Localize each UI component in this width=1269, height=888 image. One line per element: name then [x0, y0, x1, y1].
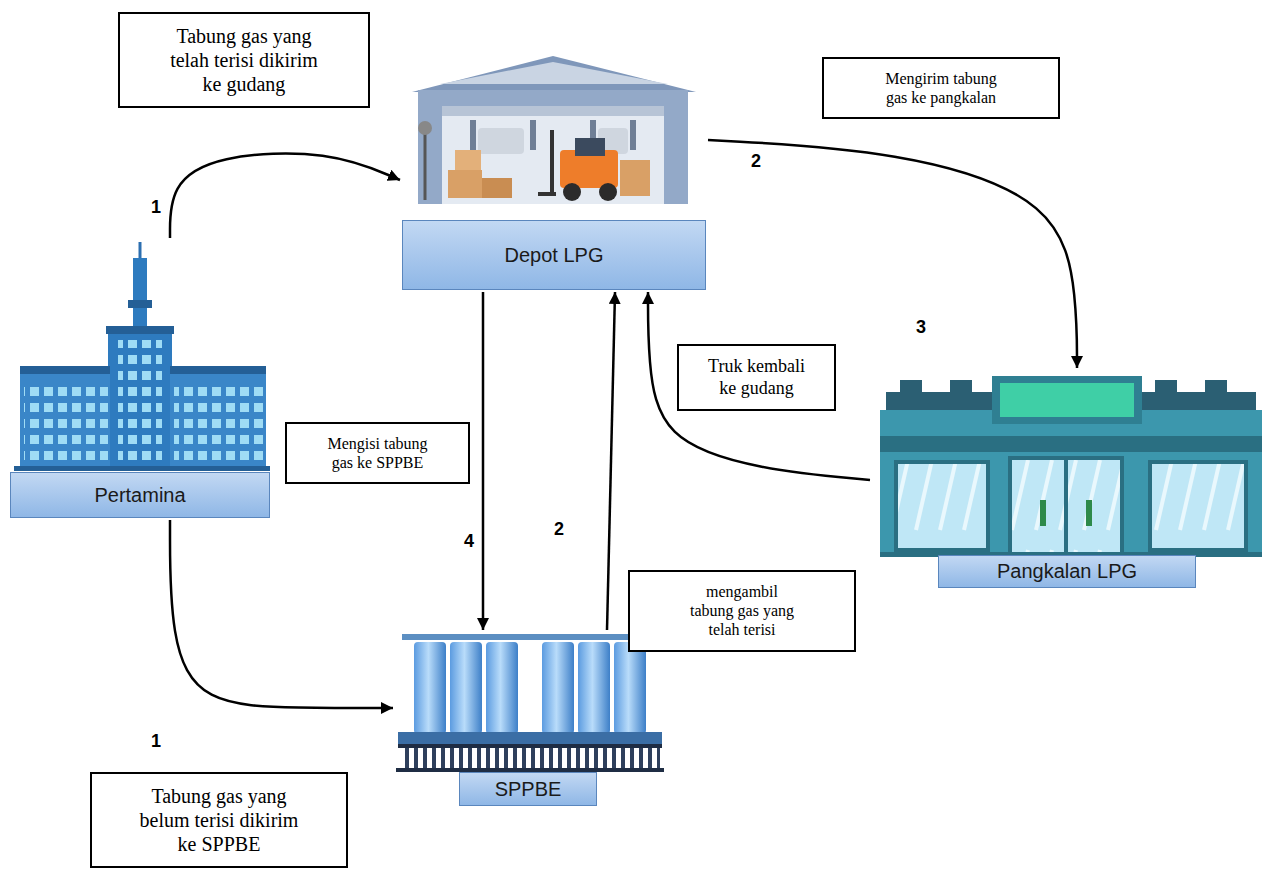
edge-label: Tabung gas yang telah terisi dikirim ke …: [165, 24, 323, 96]
shop-icon-part: [896, 462, 988, 550]
warehouse-icon-part: [448, 170, 482, 198]
pertamina-building-icon-part: [14, 466, 270, 471]
warehouse-icon-part: [575, 138, 605, 156]
warehouse-icon-part: [412, 56, 696, 92]
warehouse-icon-part: [599, 183, 617, 201]
warehouse-icon-part: [418, 121, 432, 135]
shop-icon-part: [900, 380, 922, 394]
warehouse-icon-part: [455, 150, 481, 170]
step-callout: Mengisi tabung gas ke SPPBE: [285, 422, 470, 484]
flow-arrow: [170, 520, 393, 708]
step-callout: Tabung gas yang telah terisi dikirim ke …: [118, 12, 370, 108]
flow-arrow: [708, 140, 1077, 368]
shop-icon-part: [950, 380, 972, 394]
pertamina-building-icon: [14, 242, 270, 471]
flow-arrow: [648, 292, 870, 480]
plant-icon-part: [398, 732, 662, 744]
callout-number: 2: [553, 520, 565, 538]
pertamina-building-icon-part: [133, 258, 147, 334]
step-callout: mengambil tabung gas yang telah terisi: [628, 570, 856, 652]
step-callout: Truk kembali ke gudang: [677, 344, 836, 411]
shop-icon-part: [1010, 458, 1122, 554]
warehouse-icon-part: [470, 120, 476, 150]
callout-number: 1: [150, 198, 162, 216]
warehouse-icon-part: [620, 160, 650, 196]
pertamina-node: Pertamina: [8, 238, 272, 520]
warehouse-icon-part: [440, 62, 668, 84]
shop-icon-part: [1155, 380, 1177, 394]
warehouse-icon-part: [550, 130, 554, 196]
shop-icon-part: [1040, 500, 1046, 526]
callout-number: 1: [150, 732, 162, 750]
sppbe-node: SPPBE: [393, 630, 664, 808]
pertamina-building-icon-part: [20, 372, 110, 470]
shop-icon-part: [1205, 380, 1227, 394]
shop-icon-part: [992, 376, 1142, 424]
plant-icon-part: [578, 642, 610, 734]
step-callout: Tabung gas yang belum terisi dikirim ke …: [90, 772, 348, 868]
warehouse-icon-part: [563, 183, 581, 201]
callout-number: 2: [750, 152, 762, 170]
warehouse-icon-part: [630, 120, 636, 150]
warehouse-icon: [412, 56, 696, 204]
plant-icon-part: [402, 634, 658, 640]
shop-icon-part: [880, 410, 1262, 556]
plant-icon-part: [542, 642, 574, 734]
shop-icon-part: [1150, 462, 1246, 550]
pertamina-building-icon-part: [24, 380, 108, 466]
pertamina-building-icon-part: [128, 300, 152, 308]
plant-icon-part: [450, 642, 482, 734]
pertamina-building-icon-part: [170, 366, 266, 374]
step-callout: Mengirim tabung gas ke pangkalan: [822, 57, 1060, 119]
edge-label: Mengirim tabung gas ke pangkalan: [879, 69, 1003, 107]
plant-icon-part: [398, 744, 662, 748]
warehouse-icon-part: [478, 128, 524, 154]
warehouse-icon-part: [482, 178, 512, 198]
warehouse-icon-part: [442, 106, 664, 116]
plant-icon: [396, 634, 664, 772]
shop-icon: [880, 376, 1262, 557]
pertamina-building-icon-part: [118, 340, 162, 466]
warehouse-icon-part: [442, 106, 664, 204]
warehouse-icon-part: [538, 192, 556, 196]
pertamina-building-icon-part: [170, 372, 266, 470]
shop-icon-part: [1000, 383, 1134, 417]
plant-icon-part: [486, 642, 518, 734]
warehouse-icon-part: [530, 120, 536, 150]
pertamina-building-icon-part: [20, 366, 110, 374]
pangkalan-node: Pangkalan LPG: [870, 368, 1262, 588]
callout-number: 4: [463, 532, 475, 550]
plant-icon-part: [614, 642, 646, 734]
warehouse-icon-part: [424, 130, 427, 200]
node-label: Depot LPG: [505, 244, 604, 267]
node-label: SPPBE: [495, 778, 562, 801]
shop-icon-part: [1064, 458, 1068, 554]
flow-arrow: [607, 292, 615, 630]
warehouse-icon-part: [418, 90, 688, 204]
flow-arrow: [170, 154, 400, 238]
edge-label: Mengisi tabung gas ke SPPBE: [325, 434, 430, 472]
shop-icon-part: [1086, 500, 1092, 526]
label-box: Pangkalan LPG: [938, 555, 1196, 588]
pertamina-building-icon-part: [108, 330, 172, 470]
callout-number: 3: [915, 318, 927, 336]
label-box: Pertamina: [10, 472, 270, 518]
label-box: Depot LPG: [402, 220, 706, 290]
label-box: SPPBE: [459, 772, 597, 806]
flow-arrow: [482, 292, 485, 630]
pertamina-building-icon-part: [106, 326, 174, 334]
node-label: Pangkalan LPG: [997, 560, 1137, 583]
node-label: Pertamina: [94, 484, 185, 507]
plant-icon-part: [414, 642, 446, 734]
edge-label: mengambil tabung gas yang telah terisi: [686, 582, 798, 640]
depot-node: Depot LPG: [400, 52, 708, 292]
edge-label: Truk kembali ke gudang: [703, 356, 810, 399]
pertamina-building-icon-part: [174, 380, 264, 466]
edge-label: Tabung gas yang belum terisi dikirim ke …: [136, 784, 302, 856]
shop-icon-part: [880, 436, 1262, 452]
